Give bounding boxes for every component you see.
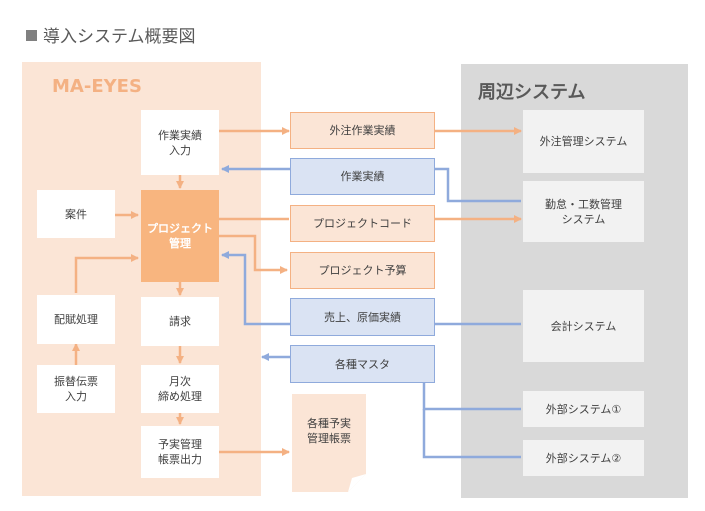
accounting-system: 会計システム <box>523 290 644 362</box>
line-masters-to-ext2 <box>422 409 521 459</box>
billing-node: 請求 <box>141 297 219 346</box>
project-node: 案件 <box>37 190 115 238</box>
external-system-2: 外部システム② <box>523 440 644 476</box>
transfer-slip-node: 振替伝票 入力 <box>37 365 115 413</box>
flow-outsourcing-results: 外注作業実績 <box>290 112 435 149</box>
work-input-node: 作業実績 入力 <box>141 110 219 175</box>
monthly-close-node: 月次 締め処理 <box>141 365 219 413</box>
flow-masters: 各種マスタ <box>290 345 435 383</box>
line-masters-to-ext1 <box>422 383 521 411</box>
allocation-node: 配賦処理 <box>37 295 115 344</box>
peripheral-systems-panel-title: 周辺システム <box>478 82 586 103</box>
flow-project-code: プロジェクトコード <box>290 205 435 242</box>
ma-eyes-panel-title: MA-EYES <box>52 76 142 97</box>
page-title: 導入システム概要図 <box>26 22 196 47</box>
arrow-allocation-to-project-mgmt <box>74 254 139 293</box>
document-label: 各種予実 管理帳票 <box>307 417 351 445</box>
bullet-square-icon <box>26 30 37 41</box>
outsourcing-management-system: 外注管理システム <box>523 110 644 173</box>
flow-sales-cost: 売上、原価実績 <box>290 298 435 336</box>
budget-report-node: 予実管理 帳票出力 <box>141 426 219 478</box>
arrow-project-mgmt-to-budget <box>219 234 288 274</box>
page-title-text: 導入システム概要図 <box>43 27 196 47</box>
project-management-node: プロジェクト 管理 <box>141 190 219 282</box>
external-system-1: 外部システム① <box>523 391 644 427</box>
flow-work-results: 作業実績 <box>290 158 435 195</box>
document-icon <box>292 394 366 492</box>
flow-project-budget: プロジェクト予算 <box>290 252 435 289</box>
attendance-system: 勤怠・工数管理 システム <box>523 181 644 242</box>
